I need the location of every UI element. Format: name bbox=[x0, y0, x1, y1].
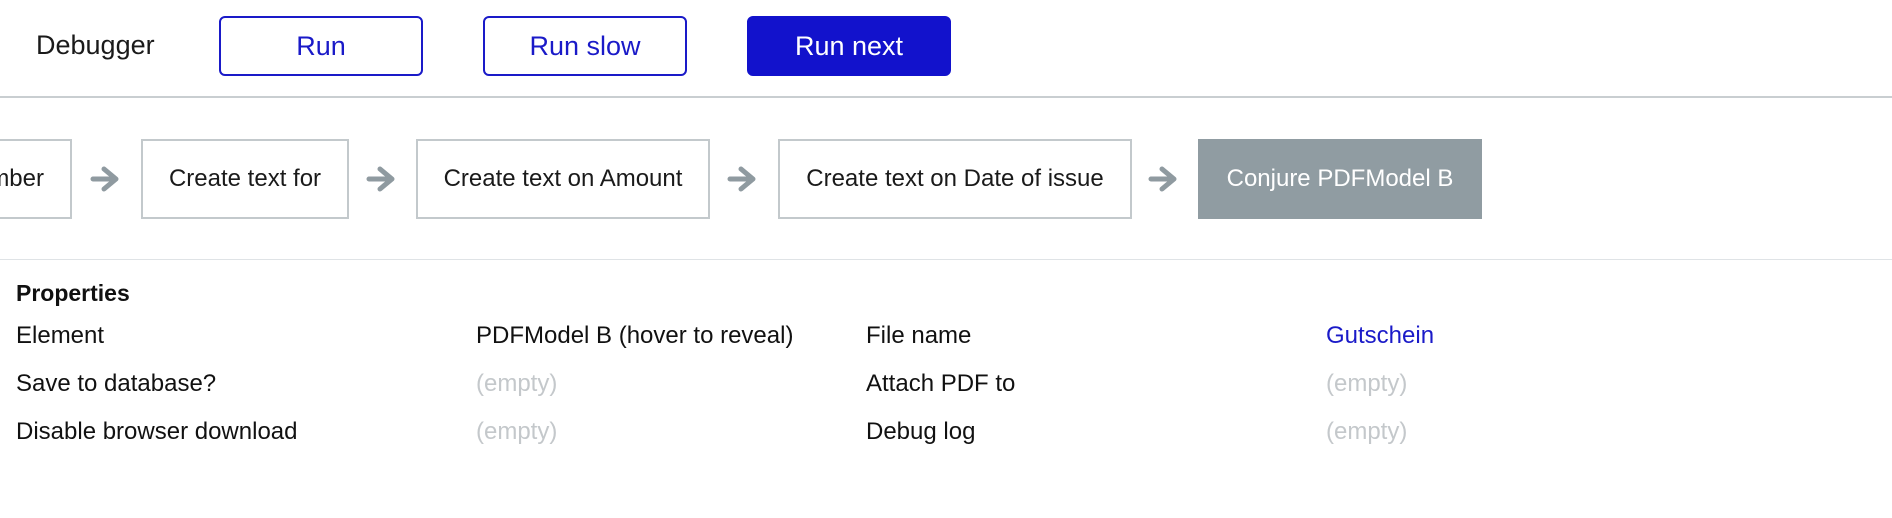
property-label: File name bbox=[866, 322, 972, 349]
property-row: Disable browser download (empty) Debug l… bbox=[16, 418, 1876, 444]
property-label: Attach PDF to bbox=[866, 370, 1016, 397]
property-value-empty[interactable]: (empty) bbox=[476, 418, 558, 444]
property-value-empty[interactable]: (empty) bbox=[476, 370, 558, 397]
property-label: Debug log bbox=[866, 418, 976, 444]
workflow-step[interactable]: Create text for bbox=[141, 139, 349, 219]
run-button[interactable]: Run bbox=[219, 16, 423, 76]
toolbar-title: Debugger bbox=[36, 30, 155, 60]
step-label: Conjure PDFModel B bbox=[1226, 165, 1454, 192]
step-label: Create text on Amount bbox=[443, 165, 683, 192]
arrow-right-icon bbox=[366, 166, 395, 192]
arrow-right-icon bbox=[1148, 166, 1177, 192]
property-value[interactable]: PDFModel B (hover to reveal) bbox=[476, 322, 794, 349]
properties-heading: Properties bbox=[16, 280, 130, 306]
property-value-empty[interactable]: (empty) bbox=[1326, 418, 1408, 444]
workflow-step-active[interactable]: Conjure PDFModel B bbox=[1198, 139, 1482, 219]
step-label: mber bbox=[0, 165, 44, 192]
workflow-steps: mber Create text for Create text on Amou… bbox=[0, 97, 1892, 260]
run-slow-button[interactable]: Run slow bbox=[483, 16, 687, 76]
workflow-step[interactable]: Create text on Date of issue bbox=[778, 139, 1132, 219]
property-row: Element PDFModel B (hover to reveal) Fil… bbox=[16, 322, 1876, 362]
workflow-step[interactable]: Create text on Amount bbox=[416, 139, 710, 219]
arrow-right-icon bbox=[90, 166, 119, 192]
debugger-toolbar: Debugger Run Run slow Run next bbox=[0, 0, 1892, 98]
properties-panel: Properties Element PDFModel B (hover to … bbox=[16, 276, 1876, 444]
run-next-button[interactable]: Run next bbox=[747, 16, 951, 76]
workflow-step[interactable]: mber bbox=[0, 139, 72, 219]
file-name-link[interactable]: Gutschein bbox=[1326, 322, 1435, 349]
property-label: Disable browser download bbox=[16, 418, 298, 444]
property-row: Save to database? (empty) Attach PDF to … bbox=[16, 370, 1876, 410]
step-label: Create text for bbox=[168, 165, 322, 192]
step-label: Create text on Date of issue bbox=[806, 165, 1104, 192]
arrow-right-icon bbox=[727, 166, 756, 192]
property-label: Save to database? bbox=[16, 370, 217, 397]
property-label: Element bbox=[16, 322, 105, 349]
property-value-empty[interactable]: (empty) bbox=[1326, 370, 1408, 397]
